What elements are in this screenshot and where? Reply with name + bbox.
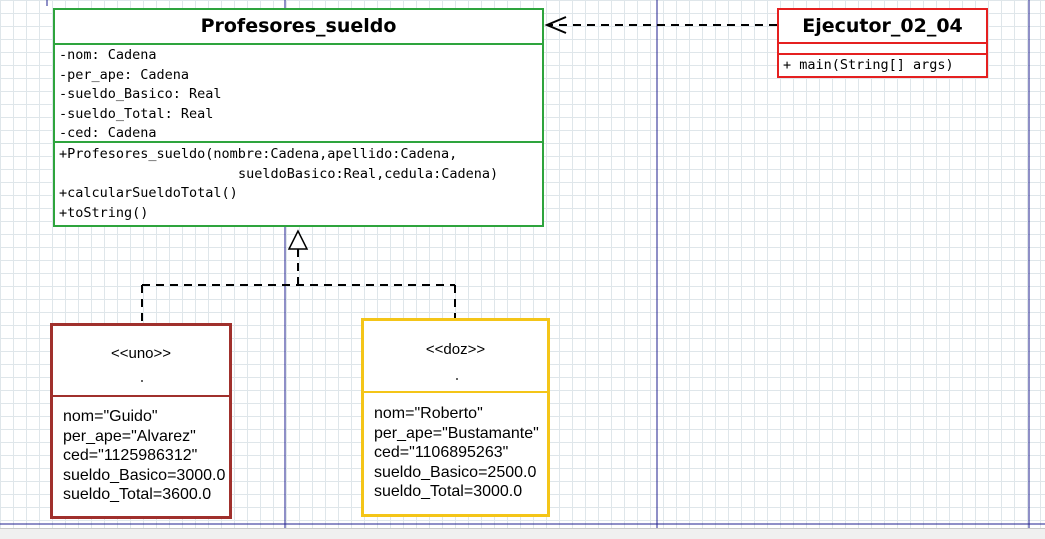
class-name: Ejecutor_02_04	[779, 10, 986, 44]
canvas-bottom-strip	[0, 528, 1045, 539]
operation-row: +Profesores_sueldo(nombre:Cadena,apellid…	[59, 146, 458, 162]
attribute-row: -ced: Cadena	[59, 125, 157, 141]
field-row: sueldo_Basico=3000.0	[63, 466, 226, 484]
field-row: ced="1125986312"	[63, 447, 198, 465]
field-row: per_ape="Alvarez"	[63, 427, 196, 445]
object-fields: nom="Guido" per_ape="Alvarez" ced="11259…	[53, 397, 229, 505]
operation-row: +toString()	[59, 204, 149, 221]
field-row: sueldo_Basico=2500.0	[374, 463, 537, 481]
operations-compartment: +Profesores_sueldo(nombre:Cadena,apellid…	[55, 143, 542, 223]
realization-arrowhead	[287, 229, 309, 250]
operation-row: +calcularSueldoTotal()	[59, 185, 238, 201]
field-row: sueldo_Total=3000.0	[374, 483, 523, 501]
profesores-sueldo-class[interactable]: Profesores_sueldo -nom: Cadena -per_ape:…	[53, 8, 544, 227]
object-fields: nom="Roberto" per_ape="Bustamante" ced="…	[364, 393, 547, 502]
object-doz[interactable]: <<doz>> nom="Roberto" per_ape="Bustamant…	[361, 318, 550, 517]
object-uno[interactable]: <<uno>> nom="Guido" per_ape="Alvarez" ce…	[50, 323, 232, 519]
anchor-dot	[141, 380, 143, 382]
attribute-row: -sueldo_Basico: Real	[59, 86, 222, 102]
field-row: ced="1106895263"	[374, 444, 509, 462]
object-stereotype-section: <<doz>>	[364, 321, 547, 393]
field-row: nom="Roberto"	[374, 405, 483, 422]
attribute-row: -per_ape: Cadena	[59, 66, 190, 83]
operation-row-continuation: sueldoBasico:Real,cedula:Cadena)	[238, 165, 499, 182]
ejecutor-class[interactable]: Ejecutor_02_04 + main(String[] args)	[777, 8, 988, 78]
object-stereotype: <<doz>>	[425, 341, 486, 358]
attributes-compartment: -nom: Cadena -per_ape: Cadena -sueldo_Ba…	[55, 45, 542, 143]
attribute-row: -nom: Cadena	[59, 47, 157, 63]
object-stereotype-section: <<uno>>	[53, 326, 229, 397]
field-row: per_ape="Bustamante"	[374, 424, 539, 442]
field-row: sueldo_Total=3600.0	[63, 486, 212, 504]
attribute-row: -sueldo_Total: Real	[59, 105, 214, 122]
class-name: Profesores_sueldo	[55, 10, 542, 45]
operation-row: + main(String[] args)	[783, 57, 954, 73]
dependency-arrowhead	[544, 16, 567, 34]
attributes-compartment	[779, 44, 986, 55]
field-row: nom="Guido"	[63, 408, 158, 425]
anchor-dot	[455, 378, 458, 380]
object-stereotype: <<uno>>	[110, 345, 172, 362]
